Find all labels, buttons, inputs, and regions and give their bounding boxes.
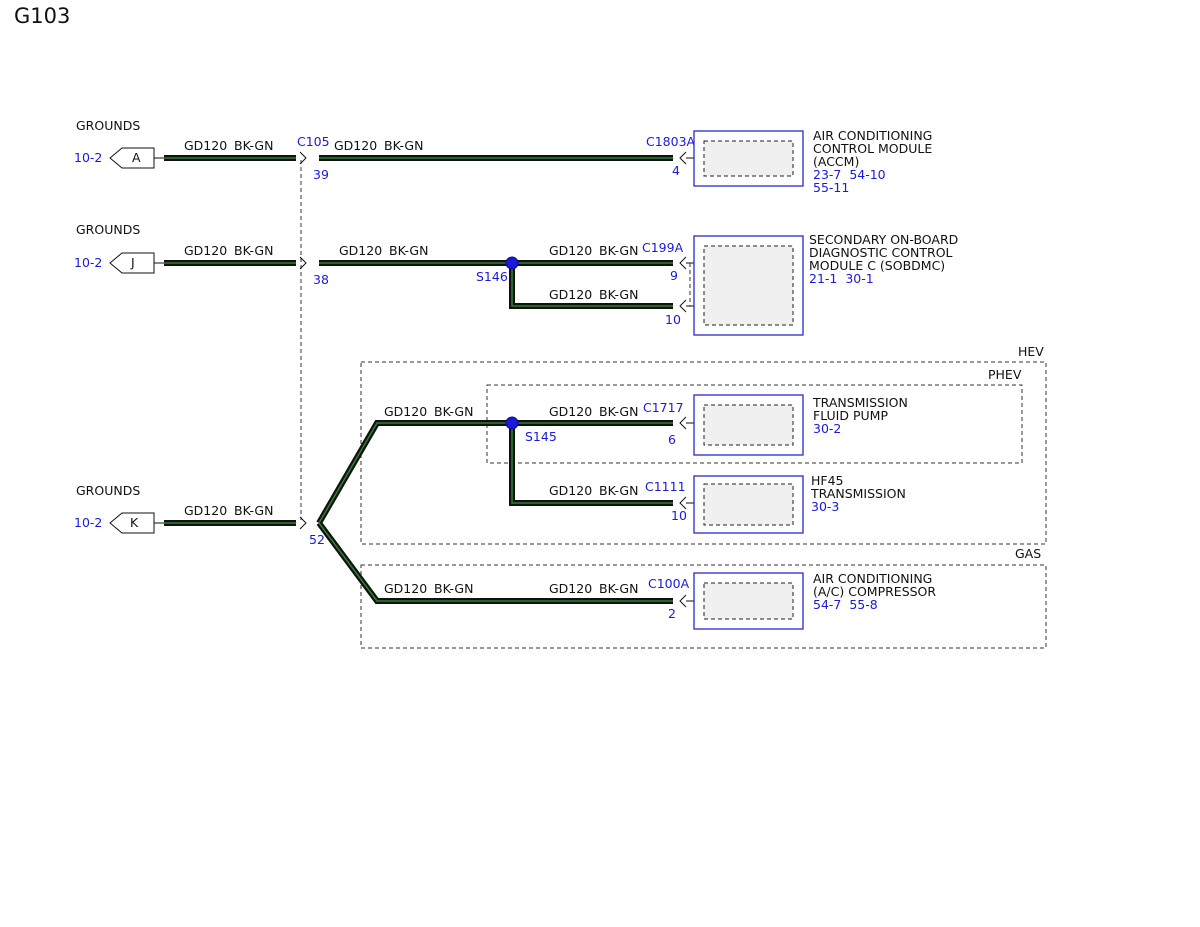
c1717-pin: 6: [668, 432, 676, 447]
wire-c1111-color: BK-GN: [599, 483, 638, 498]
wire-gas-circuit: GD120: [384, 581, 427, 596]
wire-j-mid-circuit: GD120: [339, 243, 382, 258]
c1717-name: C1717: [643, 400, 684, 415]
wire-j-left-color: BK-GN: [234, 243, 273, 258]
c100a-name: C100A: [648, 576, 690, 591]
wire-c199a-10-circuit: GD120: [549, 287, 592, 302]
wire-c199a-9-color: BK-GN: [599, 243, 638, 258]
c199a-name: C199A: [642, 240, 684, 255]
gas-option-box: [360, 564, 1047, 649]
hf45-name-line1: HF45: [811, 473, 844, 488]
ac-compressor-inner: [703, 582, 794, 620]
c100a-pin: 2: [668, 606, 676, 621]
gas-label: GAS: [1015, 546, 1041, 561]
wire-k-hev-stripe: [318, 422, 673, 524]
c1111-pin: 10: [671, 508, 687, 523]
ac-compressor-name-line1: AIR CONDITIONING: [813, 571, 932, 586]
wire-j-left-circuit: GD120: [184, 243, 227, 258]
ground-a-label: GROUNDS: [76, 118, 140, 133]
fluid-pump-refs: 30-2: [813, 421, 841, 436]
wire-c1111-circuit: GD120: [549, 483, 592, 498]
c1111-pin-arrow: [679, 496, 687, 510]
c105-pin-arrow-k: [299, 516, 307, 530]
wire-c100a-color: BK-GN: [599, 581, 638, 596]
wire-s146-branch-stripe: [511, 263, 673, 307]
accm-name-line3: (ACCM): [813, 154, 859, 169]
sobdmc-refs-line1: 21-1 30-1: [809, 271, 874, 286]
wire-c199a-10-color: BK-GN: [599, 287, 638, 302]
ground-j-label: GROUNDS: [76, 222, 140, 237]
c105-pin-52: 52: [309, 532, 325, 547]
accm-refs-line1: 23-7 54-10: [813, 167, 886, 182]
accm-refs-line2: 55-11: [813, 180, 849, 195]
c1803a-pin: 4: [672, 163, 680, 178]
c199a-pin-10: 10: [665, 312, 681, 327]
fluid-pump-name-line2: FLUID PUMP: [813, 408, 888, 423]
wire-k-left-color: BK-GN: [234, 503, 273, 518]
sobdmc-module-inner: [703, 245, 794, 326]
sobdmc-name-line2: DIAGNOSTIC CONTROL: [809, 245, 953, 260]
ground-j-letter: J: [130, 255, 135, 270]
sobdmc-name-line1: SECONDARY ON-BOARD: [809, 232, 958, 247]
accm-name-line2: CONTROL MODULE: [813, 141, 932, 156]
wire-k-left-circuit: GD120: [184, 503, 227, 518]
splice-s145: [505, 416, 519, 430]
wire-a-left-circuit: GD120: [184, 138, 227, 153]
c105-pin-arrow-j: [299, 256, 307, 270]
diagram-title: G103: [14, 4, 70, 28]
hev-label: HEV: [1018, 344, 1044, 359]
ground-a-ref: 10-2: [74, 150, 102, 165]
c1803a-name: C1803A: [646, 134, 696, 149]
phev-label: PHEV: [988, 367, 1022, 382]
c199a-pin9-arrow: [679, 256, 687, 270]
ground-j-ref: 10-2: [74, 255, 102, 270]
c105-pin-38: 38: [313, 272, 329, 287]
splice-s145-label: S145: [525, 429, 557, 444]
ground-k-letter: K: [130, 515, 139, 530]
fluid-pump-name-line1: TRANSMISSION: [812, 395, 908, 410]
wire-s145-branch-stripe: [511, 423, 673, 504]
hf45-name-line2: TRANSMISSION: [810, 486, 906, 501]
c100a-pin-arrow: [679, 594, 687, 608]
wire-c1717-color: BK-GN: [599, 404, 638, 419]
wire-gas-color: BK-GN: [434, 581, 473, 596]
hf45-transmission-inner: [703, 483, 794, 526]
c1111-name: C1111: [645, 479, 686, 494]
c105-pin-39: 39: [313, 167, 329, 182]
ac-compressor-refs: 54-7 55-8: [813, 597, 878, 612]
wire-c100a-circuit: GD120: [549, 581, 592, 596]
ground-k-label: GROUNDS: [76, 483, 140, 498]
splice-s146-label: S146: [476, 269, 508, 284]
ground-k-ref: 10-2: [74, 515, 102, 530]
wire-k-hev: [316, 420, 673, 525]
ground-a-letter: A: [132, 150, 141, 165]
wire-c1717-circuit: GD120: [549, 404, 592, 419]
accm-name-line1: AIR CONDITIONING: [813, 128, 932, 143]
c1803a-pin-arrow: [679, 151, 687, 165]
c1717-pin-arrow: [679, 416, 687, 430]
wire-j-mid-color: BK-GN: [389, 243, 428, 258]
ac-compressor-name-line2: (A/C) COMPRESSOR: [813, 584, 936, 599]
wire-a-right-circuit: GD120: [334, 138, 377, 153]
fluid-pump-inner: [703, 404, 794, 446]
sobdmc-name-line3: MODULE C (SOBDMC): [809, 258, 945, 273]
splice-s146: [505, 256, 519, 270]
hf45-refs: 30-3: [811, 499, 839, 514]
wire-hev-color: BK-GN: [434, 404, 473, 419]
wire-s146-branch: [509, 263, 673, 309]
wire-k-gas-stripe: [318, 522, 673, 602]
c105-name: C105: [297, 134, 330, 149]
wire-c199a-9-circuit: GD120: [549, 243, 592, 258]
wire-a-left-color: BK-GN: [234, 138, 273, 153]
c199a-pin-9: 9: [670, 268, 678, 283]
accm-module-inner: [703, 140, 794, 177]
c199a-pin10-arrow: [679, 299, 687, 313]
wire-hev-circuit: GD120: [384, 404, 427, 419]
c105-pin-arrow-a: [299, 151, 307, 165]
wire-a-right-color: BK-GN: [384, 138, 423, 153]
